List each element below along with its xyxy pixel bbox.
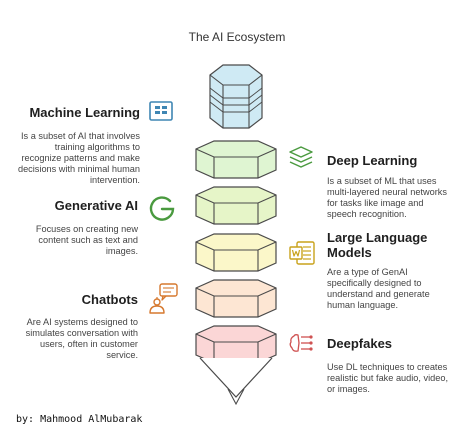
machine-learning-line: training algorithms to (54, 142, 140, 152)
deepfakes-line: Use DL techniques to creates (327, 362, 448, 372)
google-icon (149, 196, 175, 221)
author-credit: by: Mahmood AlMubarak (16, 414, 143, 425)
deep-learning-description: Is a subset of ML that uses multi-layere… (327, 176, 472, 220)
llm-line: specifically designed to (327, 278, 422, 288)
deepfakes-line: or images. (327, 384, 370, 394)
llm-line: Are a type of GenAI (327, 267, 408, 277)
generative-ai-line: Focuses on creating new (35, 224, 138, 234)
llm-heading: Large Language Models (327, 230, 467, 260)
deepfakes-layer (195, 325, 277, 406)
brain-icon (289, 334, 313, 352)
deep-learning-layer (195, 140, 277, 179)
chatbots-line: simulates conversation with (25, 328, 138, 338)
layers-icon (289, 146, 313, 168)
generative-ai-description: Focuses on creating new content such as … (10, 224, 138, 257)
machine-learning-line: decisions with minimal human (17, 164, 140, 174)
llm-line: understand and generate (327, 289, 430, 299)
chatbots-line: Are AI systems designed to (26, 317, 138, 327)
deep-learning-line: speech recognition. (327, 209, 407, 219)
generative-ai-layer (195, 186, 277, 225)
deep-learning-line: Is a subset of ML that uses (327, 176, 437, 186)
machine-learning-line: intervention. (89, 175, 140, 185)
llm-description: Are a type of GenAI specifically designe… (327, 267, 467, 311)
machine-learning-description: Is a subset of AI that involves training… (10, 131, 140, 186)
chatbots-description: Are AI systems designed to simulates con… (10, 317, 138, 361)
machine-learning-heading: Machine Learning (29, 105, 140, 120)
deep-learning-line: multi-layered neural networks (327, 187, 447, 197)
deepfakes-heading: Deepfakes (327, 336, 393, 351)
table-icon (149, 101, 173, 121)
diagram-title: The AI Ecosystem (188, 30, 286, 44)
chatbots-heading: Chatbots (81, 292, 138, 307)
generative-ai-line: content such as text and (38, 235, 138, 245)
deepfakes-description: Use DL techniques to creates realistic b… (327, 362, 472, 395)
llm-line: human language. (327, 300, 399, 310)
hexagon-stack (195, 64, 277, 406)
chat-bot-icon (149, 283, 178, 314)
machine-learning-line: recognize patterns and make (21, 153, 141, 163)
llm-heading-line: Large Language (327, 230, 428, 245)
machine-learning-line: Is a subset of AI that involves (21, 131, 140, 141)
chatbots-layer (195, 279, 277, 318)
chatbots-line: service. (106, 350, 138, 360)
ai-layer (209, 64, 263, 129)
chatbots-line: users, often in customer (39, 339, 138, 349)
word-document-icon (289, 241, 315, 265)
generative-ai-line: images. (105, 246, 138, 256)
generative-ai-heading: Generative AI (54, 198, 138, 213)
deepfakes-line: realistic but fake audio, video, (327, 373, 449, 383)
deep-learning-line: for tasks like image and (327, 198, 424, 208)
deep-learning-heading: Deep Learning (327, 153, 418, 168)
llm-heading-line: Models (327, 245, 372, 260)
llm-layer (195, 233, 277, 272)
